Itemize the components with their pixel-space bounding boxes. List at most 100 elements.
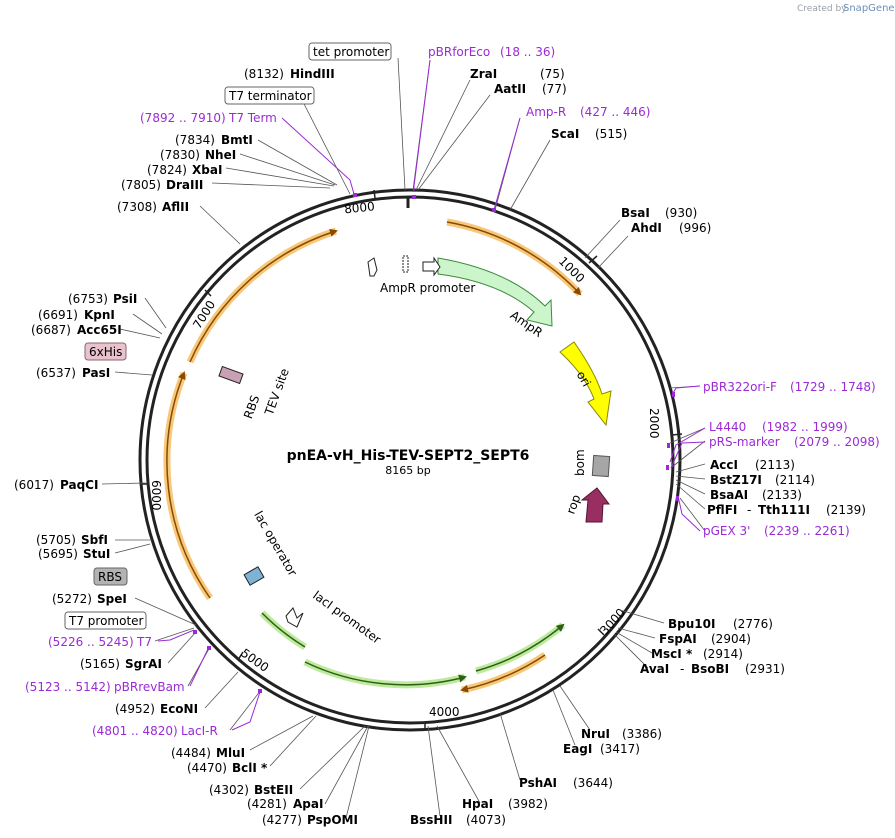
site-hpai[interactable]: HpaI (3982): [462, 797, 548, 811]
box-t7-promoter[interactable]: T7 promoter: [64, 611, 147, 630]
snapgene-logo: SnapGene: [843, 3, 895, 14]
site-name: AvaI: [640, 662, 669, 676]
site-spei[interactable]: (5272) SpeI: [52, 592, 127, 606]
site-pos: (7824): [147, 163, 187, 177]
site-eagi[interactable]: EagI (3417): [563, 742, 640, 756]
site-name: HindIII: [290, 67, 335, 81]
site-pspomi[interactable]: (4277) PspOMI: [262, 813, 358, 827]
site-ahdi[interactable]: AhdI (996): [631, 221, 711, 235]
site-name: PflFI: [707, 503, 737, 517]
site-pos: (6017): [14, 478, 54, 492]
site-pos: (7805): [121, 178, 161, 192]
primer-range: (4801 .. 4820): [92, 724, 178, 738]
site-bsshii[interactable]: BssHII (4073): [410, 813, 506, 827]
primer-laci-r[interactable]: (4801 .. 4820) LacI-R: [92, 724, 218, 738]
site-kpni[interactable]: (6691) KpnI: [38, 308, 115, 322]
site-bsaai[interactable]: BsaAI (2133): [710, 488, 802, 502]
site-pos: (4073): [466, 813, 506, 827]
site-aatii[interactable]: AatII (77): [494, 82, 567, 96]
site-name: NruI: [581, 727, 610, 741]
site-aflii[interactable]: (7308) AflII: [117, 200, 189, 214]
primer-range: (1729 .. 1748): [790, 380, 876, 394]
site-nhei[interactable]: (7830) NheI: [160, 148, 236, 162]
site-bsai[interactable]: BsaI (930): [621, 206, 697, 220]
site-name: BssHII: [410, 813, 452, 827]
ampr-promoter-label: AmpR promoter: [380, 281, 475, 295]
bom-label: bom: [573, 449, 587, 476]
site-econi[interactable]: (4952) EcoNI: [115, 702, 198, 716]
primer-t7[interactable]: (5226 .. 5245) T7: [48, 635, 152, 649]
site-pasi[interactable]: (6537) PasI: [36, 366, 110, 380]
site-pos: (2904): [711, 632, 751, 646]
primer-t7-term[interactable]: (7892 .. 7910) T7 Term: [140, 111, 277, 125]
box-rbs[interactable]: RBS: [93, 567, 128, 586]
site-hindiii[interactable]: (8132) HindIII: [244, 67, 335, 81]
plasmid-name: pnEA-vH_His-TEV-SEPT2_SEPT6: [287, 448, 530, 464]
tick-label-2000: 2000: [647, 408, 661, 439]
primer-pgex3[interactable]: pGEX 3' (2239 .. 2261): [703, 524, 850, 538]
lac-operator-glyph: [243, 566, 265, 586]
site-stui[interactable]: (5695) StuI: [38, 547, 110, 561]
site-bsteii[interactable]: (4302) BstEII: [209, 783, 293, 797]
box-6xhis[interactable]: 6xHis: [84, 342, 127, 361]
site-pos: (930): [665, 206, 697, 220]
site-sgrai[interactable]: (5165) SgrAI: [80, 657, 162, 671]
primer-prs-marker[interactable]: pRS-marker (2079 .. 2098): [709, 435, 880, 449]
site-name: PspOMI: [307, 813, 358, 827]
site-sbfi[interactable]: (5705) SbfI: [36, 533, 108, 547]
primer-range: (1982 .. 1999): [762, 420, 848, 434]
box-label: tet promoter: [313, 45, 389, 59]
orange-arc-upperleft: [186, 227, 338, 364]
box-label: T7 promoter: [68, 614, 144, 628]
tick-label-8000: 8000: [344, 199, 376, 216]
site-pos: (3386): [622, 727, 662, 741]
site-acci[interactable]: AccI (2113): [710, 458, 795, 472]
site-pos: (2914): [703, 647, 743, 661]
site-msci[interactable]: MscI * (2914): [651, 647, 743, 661]
site-fspai[interactable]: FspAI (2904): [659, 632, 751, 646]
site-name: BclI: [232, 761, 257, 775]
tick-6000: 6000: [140, 480, 163, 511]
site-xbai[interactable]: (7824) XbaI: [147, 163, 222, 177]
site-pos: (4470): [187, 761, 227, 775]
site-bstz17i[interactable]: BstZ17I (2114): [710, 473, 815, 487]
site-name: EagI: [563, 742, 592, 756]
site-name-2: BsoBI: [691, 662, 729, 676]
site-apai[interactable]: (4281) ApaI: [247, 797, 323, 811]
site-nrui[interactable]: NruI (3386): [581, 727, 662, 741]
primer-l4440[interactable]: L4440 (1982 .. 1999): [709, 420, 848, 434]
primer-pbrrevbam[interactable]: (5123 .. 5142) pBRrevBam: [25, 680, 185, 694]
site-name: AccI: [710, 458, 738, 472]
site-acc65i[interactable]: (6687) Acc65I: [31, 323, 122, 337]
backbone-outer: [138, 188, 682, 732]
site-psii[interactable]: (6753) PsiI: [68, 292, 137, 306]
tick-label-3000: 3000: [597, 606, 628, 638]
site-mlui[interactable]: (4484) MluI: [171, 746, 245, 760]
site-zrai[interactable]: ZraI (75): [470, 67, 565, 81]
site-name: ApaI: [293, 797, 323, 811]
box-t7-terminator[interactable]: T7 terminator: [224, 86, 315, 105]
box-label: 6xHis: [89, 345, 122, 359]
site-name: XbaI: [192, 163, 222, 177]
box-label: RBS: [98, 570, 122, 584]
primer-pbrforeco[interactable]: pBRforEco (18 .. 36): [428, 45, 555, 59]
site-bmti[interactable]: (7834) BmtI: [175, 133, 253, 147]
site-name: FspAI: [659, 632, 697, 646]
site-avai-bsobi[interactable]: AvaI - BsoBI (2931): [640, 662, 785, 676]
site-draiii[interactable]: (7805) DraIII: [121, 178, 203, 192]
box-label: T7 terminator: [228, 89, 312, 103]
primer-pbr322ori-f[interactable]: pBR322ori-F (1729 .. 1748): [703, 380, 876, 394]
site-pos: (6753): [68, 292, 108, 306]
site-bpu10i[interactable]: Bpu10I (2776): [668, 617, 773, 631]
box-tet-promoter[interactable]: tet promoter: [308, 42, 392, 61]
site-paqci[interactable]: (6017) PaqCI: [14, 478, 98, 492]
site-bcli[interactable]: (4470) BclI *: [187, 761, 268, 775]
primer-name: pBRrevBam: [114, 680, 185, 694]
site-pflfi-tth111i[interactable]: PflFI - Tth111I (2139): [707, 503, 866, 517]
ori-feature: [559, 341, 612, 427]
site-pos: (75): [540, 67, 565, 81]
site-name: NheI: [205, 148, 236, 162]
site-pshai[interactable]: PshAI (3644): [519, 776, 613, 790]
primer-amp-r[interactable]: Amp-R (427 .. 446): [526, 105, 650, 119]
site-scai[interactable]: ScaI (515): [551, 127, 627, 141]
